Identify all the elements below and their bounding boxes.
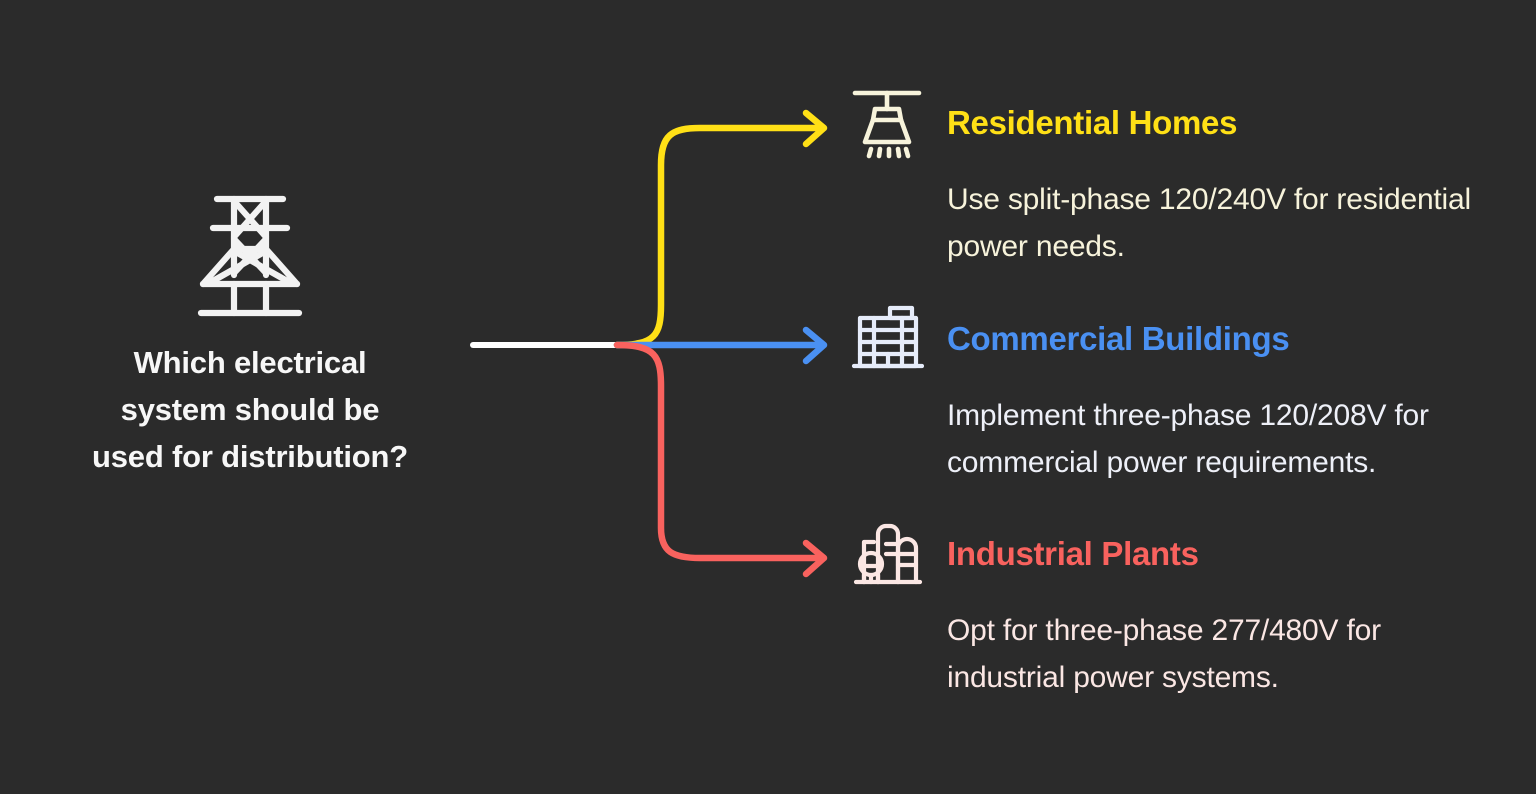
branch-residential[interactable]: Residential Homes Use split-phase 120/24… [845,84,1492,271]
branch-industrial-description: Opt for three-phase 277/480V for industr… [947,614,1381,695]
branch-commercial-title: Commercial Buildings [947,320,1290,357]
arrowhead-commercial [802,326,828,365]
arrowhead-industrial [802,539,828,578]
branch-residential-header: Residential Homes [845,84,1492,162]
transmission-tower-icon [40,185,460,325]
branch-industrial-title: Industrial Plants [947,535,1199,572]
branch-industrial[interactable]: Industrial Plants Opt for three-phase 27… [845,515,1492,702]
ceiling-lamp-icon [845,84,929,162]
arrowhead-residential [802,109,828,148]
office-building-icon [845,300,929,378]
connector-industrial [613,341,826,562]
branch-residential-description: Use split-phase 120/240V for residential… [947,183,1471,264]
connector-residential [613,124,826,349]
root-question-line-2: system should be [120,392,380,428]
factory-plant-icon [845,515,929,593]
branch-industrial-header: Industrial Plants [845,515,1492,593]
branch-residential-title: Residential Homes [947,104,1238,141]
root-question-line-1: Which electrical [133,345,367,380]
branch-commercial-description: Implement three-phase 120/208V for comme… [947,399,1429,480]
branch-commercial[interactable]: Commercial Buildings Implement three-pha… [845,300,1492,487]
root-question-line-3: used for distribution? [92,439,408,475]
root-node: Which electrical system should be used f… [40,185,460,480]
branch-commercial-header: Commercial Buildings [845,300,1492,378]
root-question-text: Which electrical system should be used f… [40,339,460,480]
